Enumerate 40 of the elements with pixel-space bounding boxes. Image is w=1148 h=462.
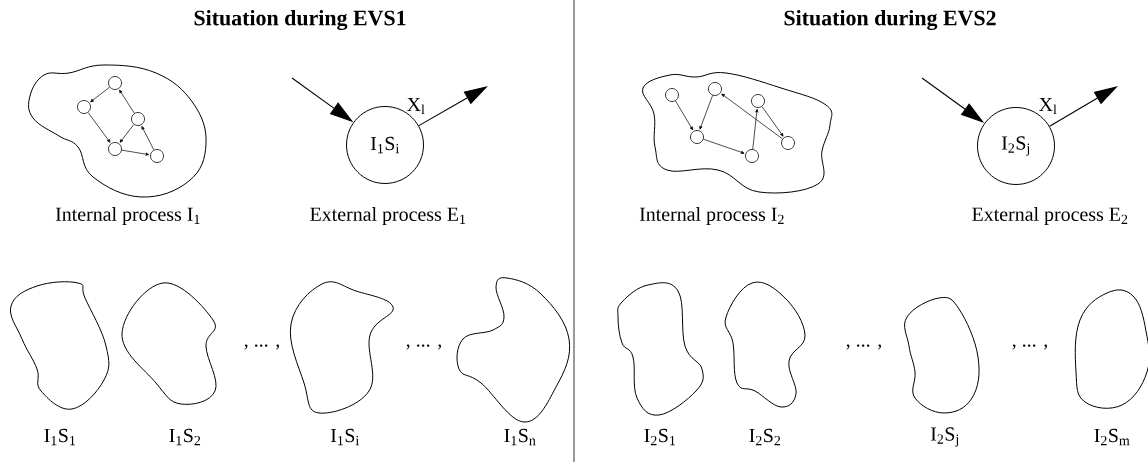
node-label: I$_{1}$S$_{2}$ [169, 428, 201, 446]
outline-shape [617, 282, 704, 416]
outline-shape [9, 281, 110, 410]
ellipsis: , ... , [244, 344, 279, 350]
arrow [119, 89, 135, 114]
ellipsis: , ... , [846, 344, 881, 350]
arrow [675, 100, 694, 131]
arrow [87, 112, 111, 143]
heading: Situation during EVS2 [784, 10, 996, 30]
node-label: Internal process I$_{2}$ [639, 206, 784, 225]
node-label: Internal process I$_{1}$ [55, 206, 200, 225]
node-label: I$_{1}$S$_{1}$ [44, 428, 75, 446]
heading: Situation during EVS1 [194, 10, 406, 30]
arrow [141, 126, 155, 151]
node-label: I$_{1}$S$_{n}$ [504, 428, 536, 446]
arrow [119, 124, 135, 143]
outline-shape [456, 277, 571, 423]
outline-shape [642, 72, 833, 194]
node-label: External process E$_{1}$ [310, 206, 466, 225]
node-label: I$_{2}$S$_{m}$ [1094, 428, 1130, 446]
outline-shape [289, 281, 394, 414]
node-label: I$_{2}$S$_{1}$ [644, 428, 675, 446]
outline-shape [724, 281, 806, 408]
arrow [121, 149, 150, 156]
ellipsis: , ... , [1012, 344, 1047, 350]
outline-shape [121, 282, 217, 405]
node-label: External process E$_{2}$ [972, 206, 1128, 225]
arrow [90, 86, 110, 103]
arrow [761, 106, 784, 137]
arrow [721, 93, 783, 140]
outline-shape [1074, 289, 1148, 409]
arrow [703, 138, 745, 154]
arrow [752, 108, 759, 150]
ellipsis: , ... , [406, 344, 441, 350]
arrow [699, 95, 713, 130]
node-label: I$_{2}$S$_{2}$ [749, 428, 781, 446]
node-label: I$_{2}$S$_{j}$ [930, 427, 959, 447]
outline-shape [904, 296, 980, 414]
outline-shape [28, 64, 207, 198]
node-label: I$_{1}$S$_{i}$ [330, 428, 359, 446]
